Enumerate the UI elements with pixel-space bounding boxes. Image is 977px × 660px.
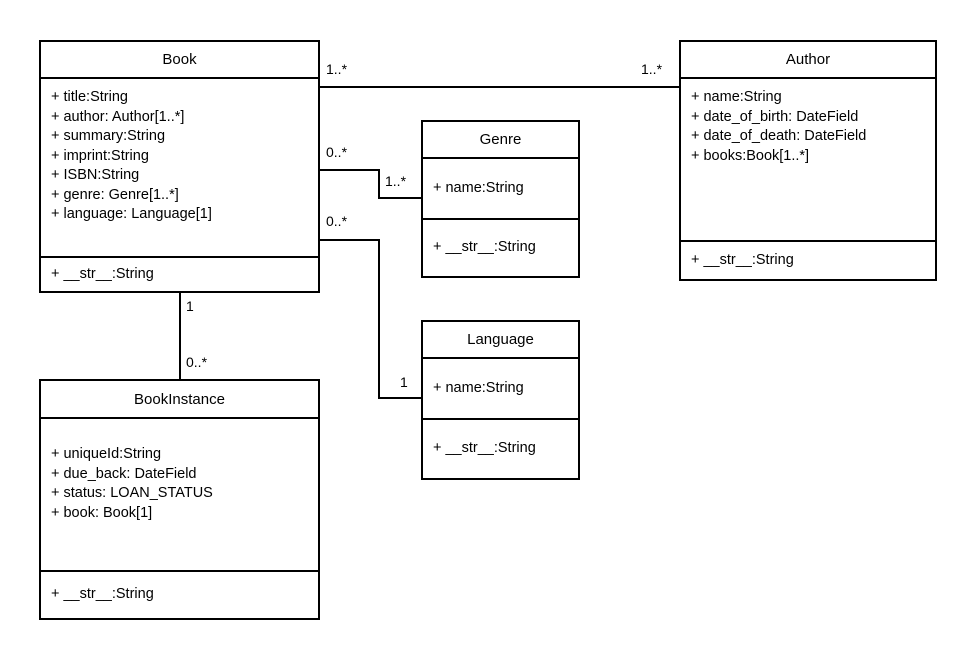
attribute-row: + language: Language[1]	[51, 206, 212, 222]
multiplicity-book-author-to: 1..*	[641, 61, 663, 77]
class-attributes-language: + name:String	[423, 357, 578, 418]
attribute-row: + name:String	[433, 179, 524, 196]
class-attributes-bookinstance: + uniqueId:String + due_back: DateField …	[41, 417, 318, 570]
class-box-genre[interactable]: Genre + name:String + __str__:String	[421, 120, 580, 278]
class-name-bookinstance: BookInstance	[134, 390, 225, 408]
class-name-language: Language	[467, 331, 534, 348]
class-operations-genre: + __str__:String	[423, 218, 578, 276]
class-operations-author: + __str__:String	[681, 240, 935, 279]
attribute-row: + date_of_birth: DateField	[691, 108, 859, 125]
class-name-genre: Genre	[479, 131, 522, 148]
class-name-author: Author	[785, 51, 831, 68]
attribute-row: + book: Book[1]	[51, 504, 153, 521]
attribute-row: + genre: Genre[1..*]	[51, 186, 179, 203]
multiplicity-book-genre-to: 1..*	[385, 173, 407, 189]
association-line-book-language	[320, 239, 421, 399]
operation-row: + __str__:String	[691, 251, 794, 268]
multiplicity-book-genre-from: 0..*	[326, 144, 348, 160]
class-attributes-author: + name:String + date_of_birth: DateField…	[681, 77, 935, 240]
class-operations-language: + __str__:String	[423, 418, 578, 478]
attribute-row: + books:Book[1..*]	[691, 147, 810, 164]
attribute-row: + title:String	[51, 89, 128, 105]
class-box-language[interactable]: Language + name:String + __str__:String	[421, 320, 580, 480]
attribute-row: + imprint:String	[51, 147, 149, 164]
multiplicity-book-language-from: 0..*	[326, 213, 348, 229]
class-attributes-genre: + name:String	[423, 157, 578, 218]
attribute-row: + date_of_death: DateField	[691, 128, 867, 144]
attribute-row: + uniqueId:String	[51, 446, 162, 462]
class-operations-book: + __str__:String	[41, 256, 318, 291]
multiplicity-book-author-from: 1..*	[326, 61, 348, 77]
class-box-author[interactable]: Author + name:String + date_of_birth: Da…	[679, 40, 937, 281]
operation-row: + __str__:String	[51, 265, 154, 282]
class-attributes-book: + title:String + author: Author[1..*] + …	[41, 77, 318, 256]
class-operations-bookinstance: + __str__:String	[41, 570, 318, 618]
attribute-row: + author: Author[1..*]	[51, 108, 185, 125]
attribute-row: + ISBN:String	[51, 167, 140, 183]
operation-row: + __str__:String	[433, 440, 536, 457]
association-line-book-genre	[320, 169, 421, 199]
operation-row: + __str__:String	[433, 239, 536, 256]
class-box-book[interactable]: Book + title:String + author: Author[1..…	[39, 40, 320, 293]
attribute-row: + name:String	[433, 379, 524, 396]
attribute-row: + status: LOAN_STATUS	[51, 485, 213, 501]
operation-row: + __str__:String	[51, 586, 154, 603]
class-name-book: Book	[162, 51, 197, 68]
attribute-row: + name:String	[691, 89, 782, 105]
attribute-row: + due_back: DateField	[51, 465, 197, 482]
multiplicity-book-bookinstance-from: 1	[186, 298, 194, 314]
class-box-bookinstance[interactable]: BookInstance + uniqueId:String + due_bac…	[39, 379, 320, 620]
attribute-row: + summary:String	[51, 128, 166, 144]
multiplicity-book-bookinstance-to: 0..*	[186, 354, 208, 370]
multiplicity-book-language-to: 1	[400, 374, 408, 390]
